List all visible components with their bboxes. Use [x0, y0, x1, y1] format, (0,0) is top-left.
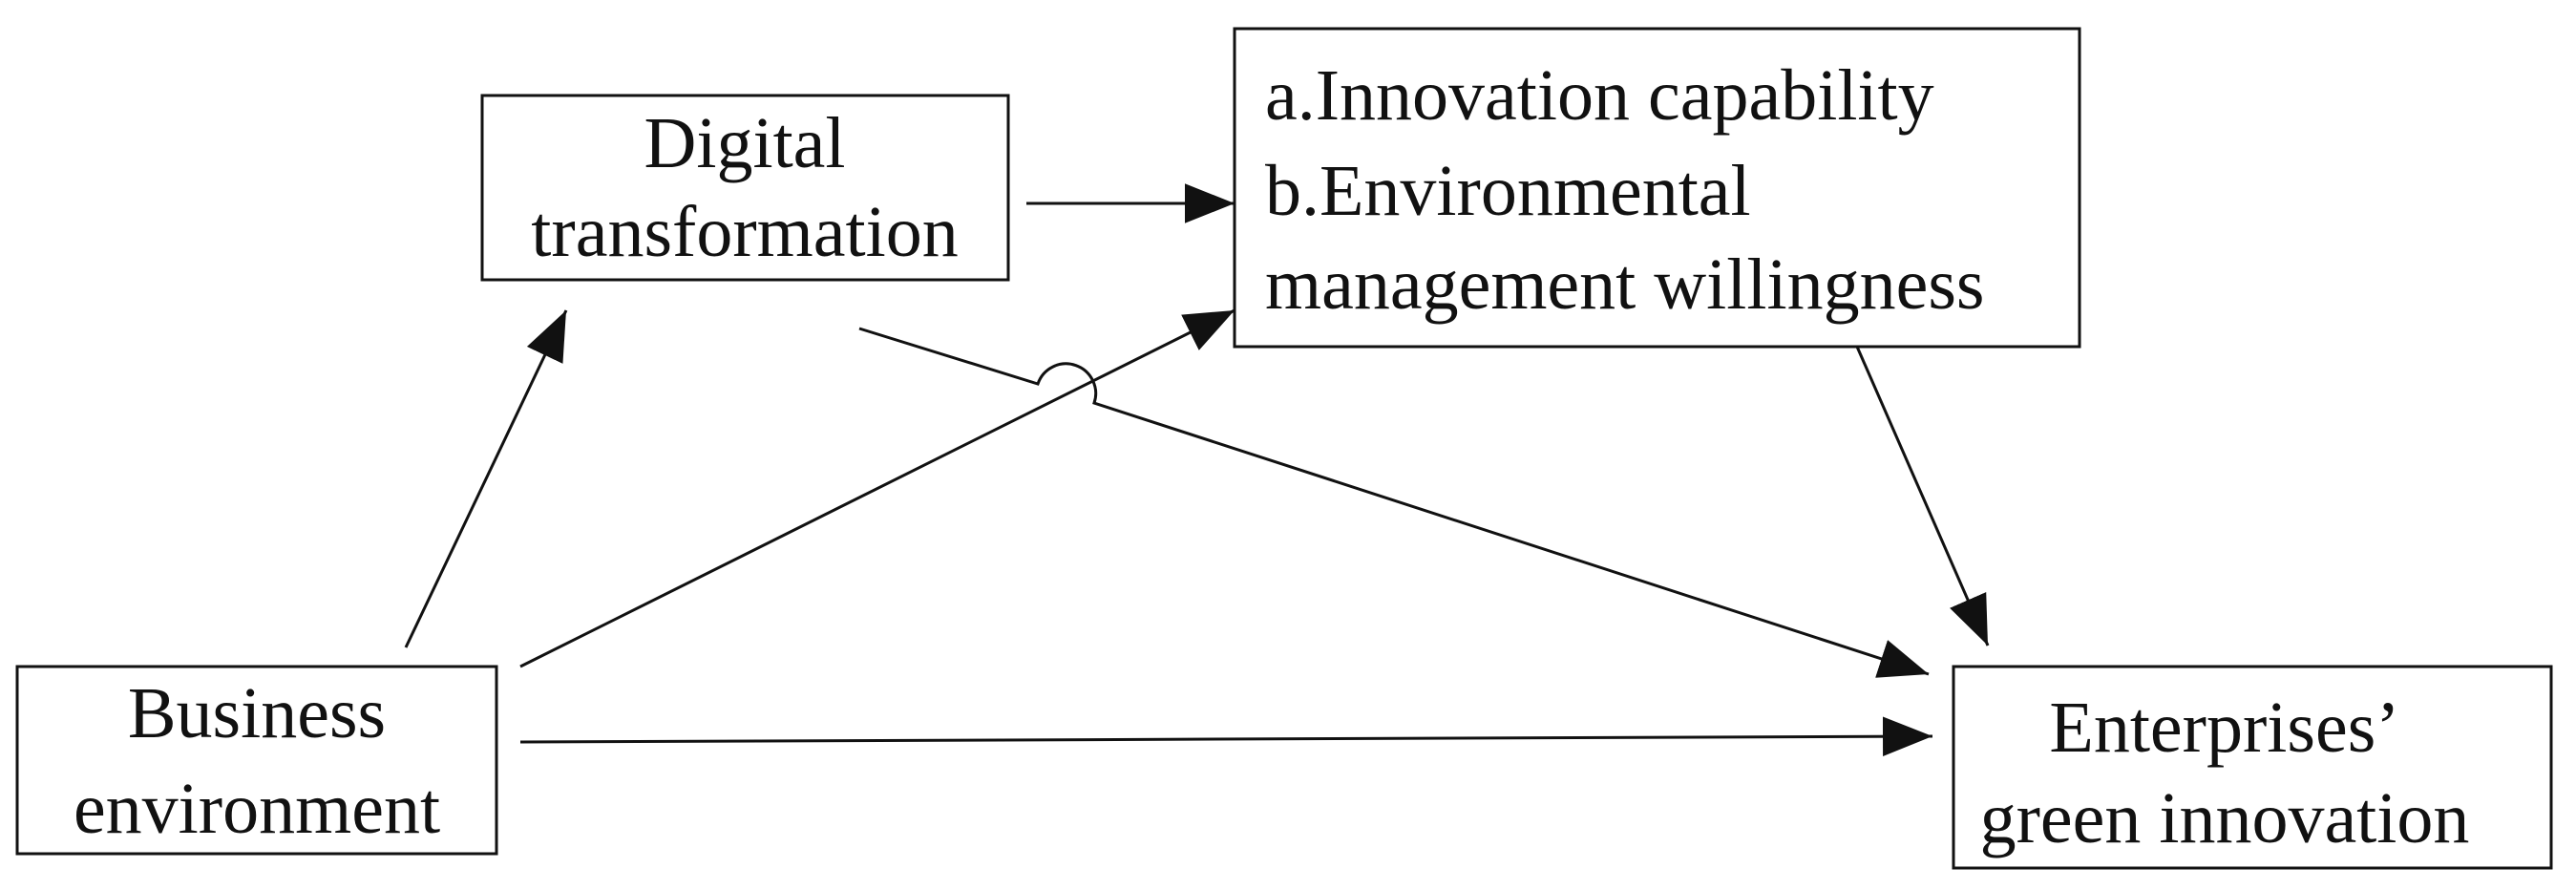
box-green-innovation [1952, 665, 2553, 870]
label-business-line2: environment [74, 769, 440, 849]
arrow-business-to-digital [404, 309, 568, 648]
node-green-innovation: Enterprises’ green innovation [1952, 665, 2553, 870]
label-green-line1: Enterprises’ [2049, 688, 2399, 768]
arrow-digital-to-green [858, 327, 1930, 678]
label-digital-line2: transformation [531, 192, 958, 272]
label-green-line2: green innovation [1980, 778, 2470, 858]
arrow-business-to-mediators [519, 308, 1235, 668]
label-mediator-a: a.Innovation capability [1265, 55, 1934, 136]
box-mediators [1233, 27, 2081, 349]
label-digital-line1: Digital [644, 103, 845, 183]
box-business-environment [15, 665, 498, 856]
arrow-mediators-to-green [1855, 346, 1990, 646]
box-digital-transformation [480, 94, 1010, 282]
label-business-line1: Business [128, 673, 386, 753]
label-mediator-b: b.Environmental [1265, 151, 1751, 231]
arrow-business-to-green [519, 716, 1933, 757]
label-mediator-b-cont: management willingness [1265, 244, 1985, 325]
node-mediators: a.Innovation capability b.Environmental … [1233, 27, 2081, 349]
node-digital-transformation: Digital transformation [480, 94, 1010, 282]
node-business-environment: Business environment [15, 665, 498, 856]
